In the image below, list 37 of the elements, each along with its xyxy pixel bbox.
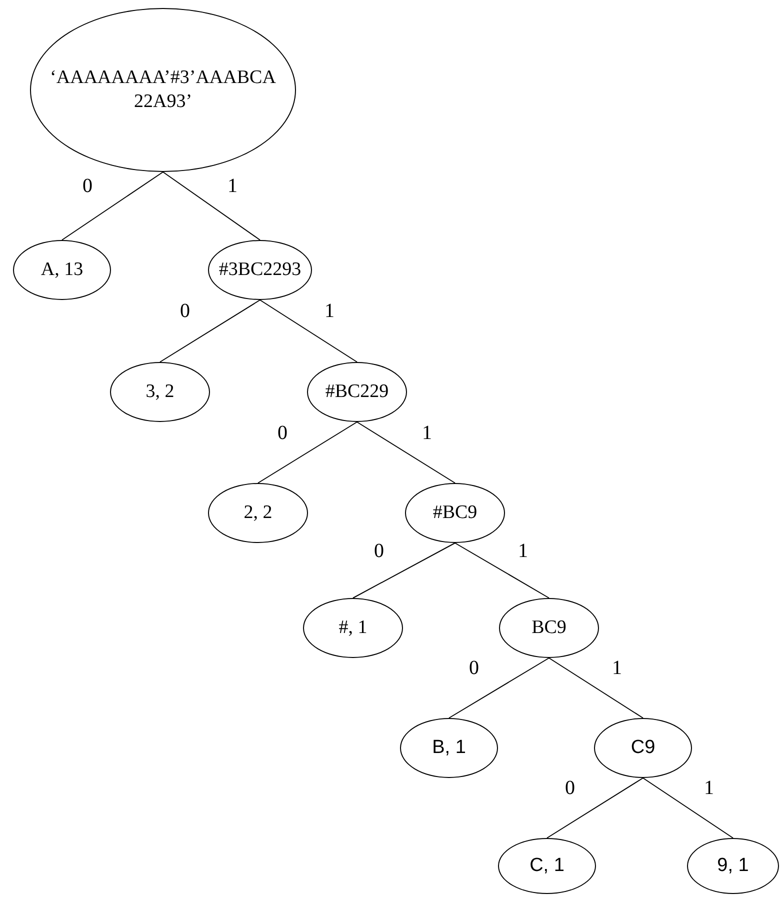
node-text: BC9 — [532, 616, 566, 640]
connector-line — [454, 542, 550, 598]
edge-label: 1 — [704, 778, 714, 798]
connector-line — [258, 422, 358, 484]
node-text: C9 — [630, 736, 656, 760]
edge-label: 1 — [422, 422, 432, 442]
node-text: 2, 2 — [244, 501, 272, 525]
node-text: #BC9 — [432, 501, 478, 525]
node-text: 3, 2 — [146, 380, 174, 404]
edge-label: 0 — [82, 176, 92, 196]
connector-line — [352, 542, 456, 598]
connector-line — [642, 778, 734, 838]
node-text: 9, 1 — [717, 854, 749, 878]
edge-label: 0 — [374, 540, 384, 560]
node-text: #, 1 — [338, 616, 368, 640]
connector-line — [546, 778, 644, 838]
edge-label: 0 — [278, 422, 288, 442]
edge-label: 0 — [565, 778, 575, 798]
edge-label: 1 — [612, 658, 622, 678]
connector-line — [62, 172, 164, 240]
connector-line — [448, 658, 550, 718]
edge-label: 1 — [324, 301, 334, 321]
node-text: B, 1 — [432, 736, 466, 760]
node-text: #3BC2293 — [218, 258, 302, 282]
edge-label: 1 — [228, 176, 238, 196]
node-text: A, 13 — [40, 258, 84, 282]
connector-line — [162, 172, 260, 240]
connector-line — [356, 422, 456, 484]
node-text: ‘AAAAAAAA’#3’AAABCA 22A93’ — [49, 66, 277, 114]
node-text: C, 1 — [530, 854, 564, 878]
edge-label: 0 — [469, 658, 479, 678]
edge-label: 1 — [518, 540, 528, 560]
edge-label: 0 — [180, 301, 190, 321]
connector-line — [260, 300, 358, 362]
connector-line — [548, 658, 644, 718]
connector-line — [160, 300, 260, 362]
node-text: #BC229 — [325, 380, 389, 404]
